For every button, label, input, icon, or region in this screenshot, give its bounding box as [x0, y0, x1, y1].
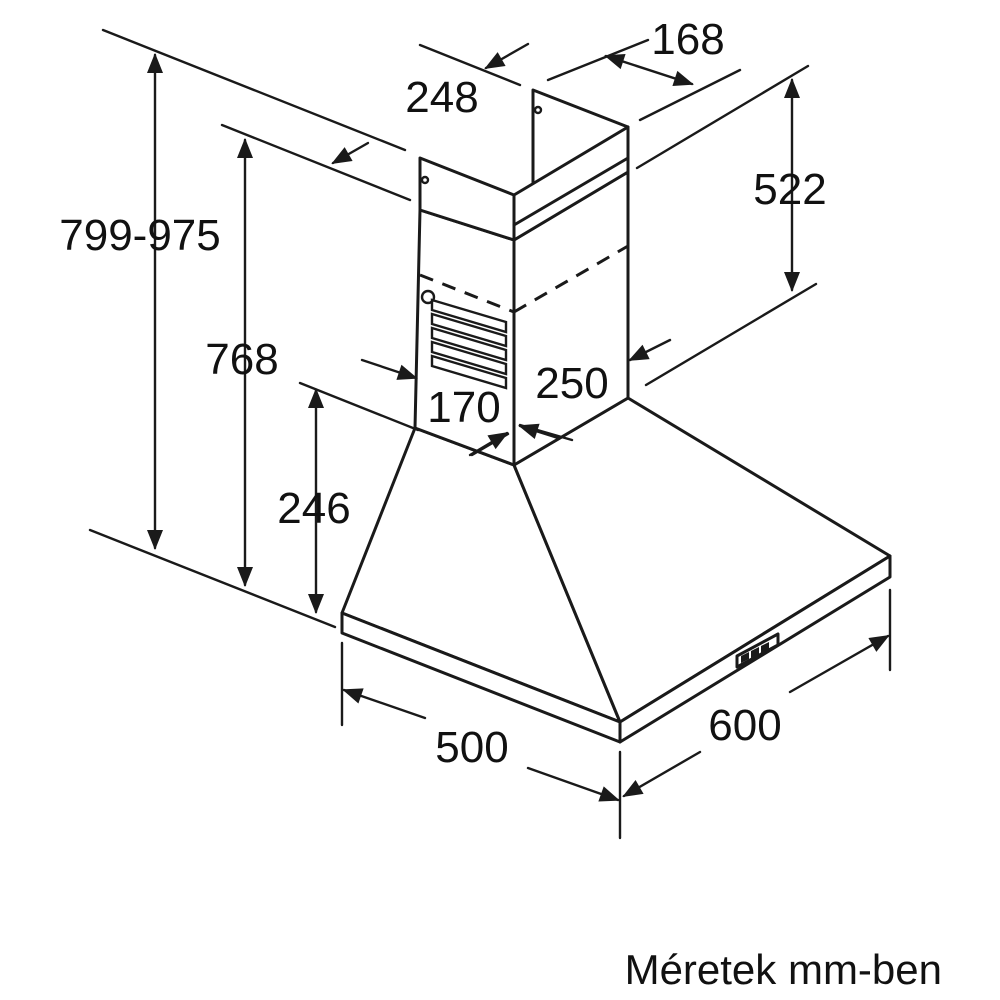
dimension-arrows: [147, 42, 890, 802]
screw-hole-mid: [420, 175, 430, 185]
label-chimney-depth-top: 248: [405, 73, 478, 122]
label-canopy-width: 600: [708, 701, 781, 750]
dim-arrow-depth-top-b: [331, 141, 370, 165]
label-canopy-height: 246: [277, 484, 350, 533]
chimney-overlap-edge: [512, 156, 630, 227]
label-upper-chimney-height: 522: [753, 165, 826, 214]
label-chimney-depth-lower: 170: [427, 383, 500, 432]
hidden-line-right: [513, 244, 629, 314]
dim-arrow-width-lower-b: [518, 423, 560, 440]
ventilation-grille: [430, 298, 508, 390]
hood-body: [340, 88, 892, 744]
label-chimney-top-height: 768: [205, 335, 278, 384]
hidden-line-left: [419, 273, 515, 314]
label-total-height: 799-975: [59, 211, 220, 260]
dim-arrow-depth-lower-a: [360, 358, 418, 380]
label-chimney-width-top: 168: [651, 15, 724, 64]
dim-arrow-canopy-width-a: [788, 634, 890, 694]
dimension-labels: 799-975 768 246 522 168 248 170 250 500 …: [59, 15, 826, 772]
dim-arrow-chimney-width-top: [604, 53, 694, 87]
dim-arrow-width-lower-a: [628, 338, 672, 362]
units-caption: Méretek mm-ben: [625, 946, 942, 993]
label-canopy-depth: 500: [435, 723, 508, 772]
dim-arrow-canopy-width-b: [622, 750, 702, 798]
dim-arrow-canopy-depth-b: [526, 766, 620, 802]
dim-arrow-canopy-depth-a: [342, 688, 427, 720]
label-chimney-width-lower: 250: [535, 359, 608, 408]
dim-arrow-depth-top-a: [484, 42, 530, 70]
control-panel: [735, 632, 780, 669]
mount-hole: [420, 289, 436, 305]
dim-arrow-depth-lower-b: [468, 431, 509, 457]
screw-hole-top: [533, 105, 543, 115]
